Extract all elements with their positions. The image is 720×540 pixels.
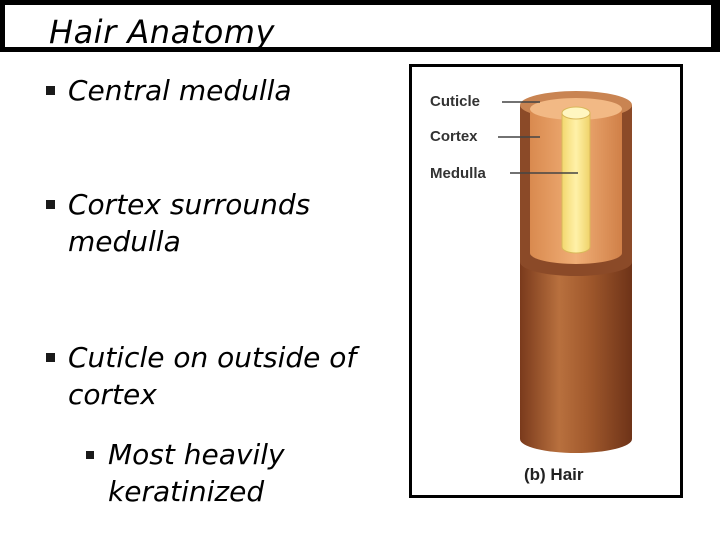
bullet-marker <box>86 451 94 459</box>
hair-diagram: Cuticle Cortex Medulla (b) Hair <box>409 64 683 498</box>
slide-title: Hair Anatomy <box>49 13 275 51</box>
bullet-marker <box>46 86 55 95</box>
title-box: Hair Anatomy <box>3 3 713 51</box>
label-cortex: Cortex <box>430 128 478 145</box>
bullet-central-medulla: Central medulla <box>46 72 292 109</box>
medulla-top <box>561 106 591 120</box>
bullet-marker <box>46 200 55 209</box>
label-medulla: Medulla <box>430 165 486 182</box>
bullet-text: Most heavily keratinized <box>108 438 285 508</box>
label-cuticle: Cuticle <box>430 93 481 110</box>
title-bar: Hair Anatomy <box>0 0 720 52</box>
bullet-cuticle: Cuticle on outside of cortex <box>46 339 406 413</box>
bullet-text: Central medulla <box>68 74 292 107</box>
hair-shaft-lower <box>520 262 632 453</box>
medulla-core <box>561 112 591 254</box>
bullet-marker <box>46 353 55 362</box>
bullet-text: Cortex surrounds medulla <box>68 188 311 258</box>
sub-bullet-keratinized: Most heavily keratinized <box>86 436 346 510</box>
bullet-text: Cuticle on outside of cortex <box>68 341 357 411</box>
figure-caption: (b) Hair <box>524 465 584 484</box>
hair-shaft-illustration <box>498 91 632 453</box>
bullet-cortex: Cortex surrounds medulla <box>46 186 376 260</box>
